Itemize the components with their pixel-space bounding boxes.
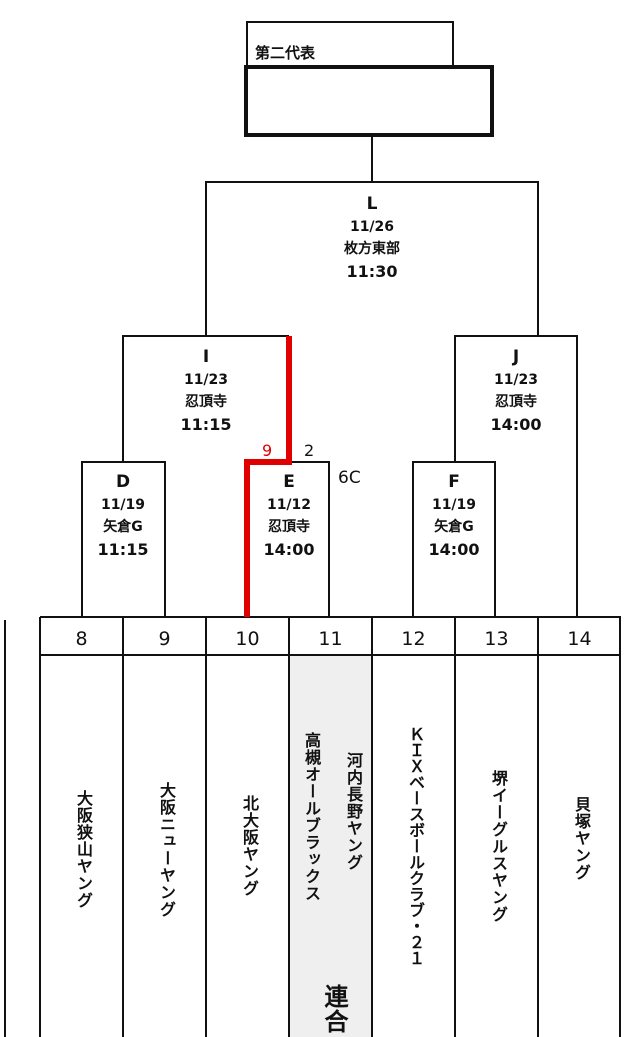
match-date: 11/26 (349, 219, 395, 235)
match-time: 11:15 (97, 540, 149, 559)
match-date: 11/19 (100, 497, 146, 513)
team-name: 貝塚ヤング (572, 796, 591, 881)
team-name: 北大阪ヤング (240, 795, 259, 897)
team-table-columns (122, 617, 539, 1037)
match-I: I 11/23 忍頂寺 11:15 (156, 345, 256, 437)
slot-number: 12 (401, 628, 426, 650)
slot-number: 9 (158, 628, 171, 650)
match-code: I (202, 347, 210, 367)
match-D: D 11/19 矢倉G 11:15 (83, 470, 163, 562)
match-code: F (448, 472, 460, 492)
match-date: 11/12 (266, 497, 312, 513)
winner-path-line (244, 336, 292, 617)
match-venue: 忍頂寺 (268, 519, 310, 535)
slot-number: 10 (235, 628, 260, 650)
match-venue: 矢倉G (434, 519, 474, 535)
representative-label: 第二代表 (255, 44, 316, 62)
team-name: 高槻オールブラックス (302, 732, 321, 902)
team-name: ＫＩＸベースボールクラブ・２１ (406, 726, 425, 966)
team-name: 河内長野ヤング (344, 752, 363, 871)
match-venue: 忍頂寺 (495, 394, 537, 410)
slot-number: 13 (484, 628, 509, 650)
match-I-bracket (122, 335, 289, 462)
slot-number: 11 (318, 628, 343, 650)
match-J: J 11/23 忍頂寺 14:00 (466, 345, 566, 437)
match-time: 11:30 (346, 262, 398, 281)
slot-number: 14 (567, 628, 592, 650)
match-code: J (512, 347, 520, 367)
slot-number: 8 (75, 628, 88, 650)
match-E-bracket (289, 461, 330, 617)
representative-result-box (244, 65, 494, 137)
joint-team-cell-bg (289, 655, 372, 1037)
match-F-bracket (412, 461, 496, 617)
match-code: E (283, 472, 295, 492)
match-time: 14:00 (263, 540, 315, 559)
joint-team-label: 連合 (320, 984, 348, 1034)
match-date: 11/23 (183, 372, 229, 388)
score-loser: 2 (304, 441, 315, 460)
match-L: L 11/26 枚方東部 11:30 (322, 192, 422, 284)
match-D-bracket (81, 461, 166, 617)
match-E: E 11/12 忍頂寺 14:00 (249, 470, 329, 562)
match-time: 14:00 (490, 415, 542, 434)
score-winner: 9 (262, 441, 273, 460)
match-venue: 忍頂寺 (185, 394, 227, 410)
match-code: D (115, 472, 131, 492)
match-venue: 枚方東部 (344, 241, 400, 257)
match-time: 11:15 (180, 415, 232, 434)
team-name: 大阪狭山ヤング (74, 790, 93, 909)
match-code: L (366, 194, 378, 214)
team-name: 大阪ニューヤング (157, 782, 176, 918)
score-note: 6C (338, 468, 361, 488)
match-time: 14:00 (428, 540, 480, 559)
team-name: 堺イーグルスヤング (489, 770, 508, 923)
team-table-frame (39, 616, 621, 1037)
match-J-bracket (454, 335, 578, 617)
match-date: 11/19 (431, 497, 477, 513)
match-venue: 矢倉G (103, 519, 143, 535)
match-date: 11/23 (493, 372, 539, 388)
match-L-bracket (205, 181, 539, 336)
match-F: F 11/19 矢倉G 14:00 (414, 470, 494, 562)
